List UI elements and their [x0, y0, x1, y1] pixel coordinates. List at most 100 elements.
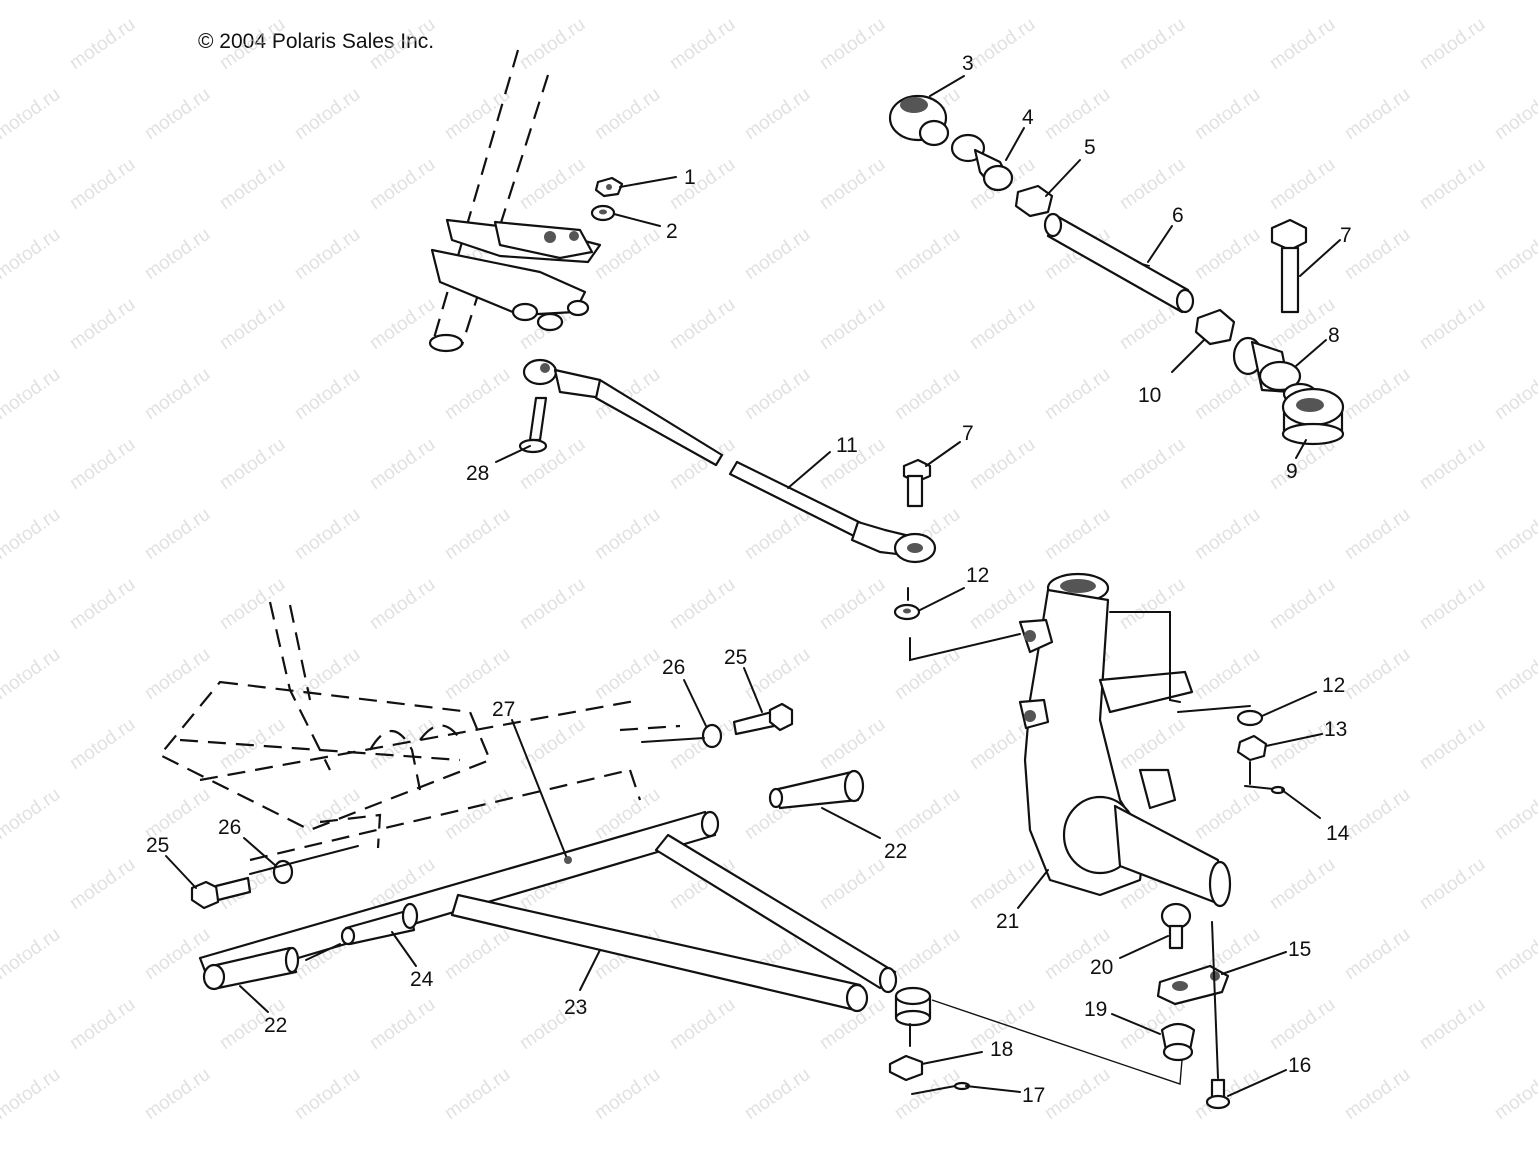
callout-14: 14: [1326, 822, 1350, 845]
watermark-text: motod.ru: [441, 0, 514, 4]
watermark-text: motod.ru: [1116, 14, 1189, 74]
watermark-text: motod.ru: [1341, 1064, 1414, 1124]
callout-25-right: 25: [724, 646, 747, 669]
watermark-text: motod.ru: [291, 504, 364, 564]
callout-25-left: 25: [146, 834, 169, 857]
watermark-text: motod.ru: [0, 0, 64, 4]
watermark-text: motod.ru: [1491, 504, 1538, 564]
watermark-text: motod.ru: [1491, 224, 1538, 284]
callout-9: 9: [1286, 460, 1298, 483]
watermark-text: motod.ru: [366, 14, 439, 74]
watermark-text: motod.ru: [291, 644, 364, 704]
part-14-cotter-pin: [1244, 785, 1286, 795]
watermark-text: motod.ru: [0, 224, 64, 284]
part-7-bolt-right: [1270, 218, 1308, 314]
watermark-text: motod.ru: [1491, 784, 1538, 844]
watermark-text: motod.ru: [591, 504, 664, 564]
watermark-text: motod.ru: [1341, 924, 1414, 984]
watermark-text: motod.ru: [1191, 0, 1264, 4]
watermark-text: motod.ru: [216, 294, 289, 354]
watermark-text: motod.ru: [66, 154, 139, 214]
part-26-washer-right: [701, 723, 723, 749]
part-22-sleeve-lower: [202, 946, 300, 991]
watermark-text: motod.ru: [1341, 224, 1414, 284]
watermark-text: motod.ru: [441, 644, 514, 704]
watermark-text: motod.ru: [666, 154, 739, 214]
watermark-text: motod.ru: [1416, 854, 1489, 914]
watermark-text: motod.ru: [66, 14, 139, 74]
watermark-text: motod.ru: [741, 84, 814, 144]
watermark-text: motod.ru: [816, 574, 889, 634]
callout-16: 16: [1288, 1054, 1311, 1077]
watermark-text: motod.ru: [366, 994, 439, 1054]
watermark-text: motod.ru: [66, 574, 139, 634]
watermark-text: motod.ru: [1416, 574, 1489, 634]
watermark-text: motod.ru: [816, 14, 889, 74]
callout-1: 1: [684, 166, 696, 189]
watermark-text: motod.ru: [816, 714, 889, 774]
watermark-text: motod.ru: [741, 364, 814, 424]
callout-3: 3: [962, 52, 974, 75]
watermark-text: motod.ru: [66, 714, 139, 774]
watermark-text: motod.ru: [216, 14, 289, 74]
part-25-bolt-left: [190, 876, 252, 910]
watermark-text: motod.ru: [666, 574, 739, 634]
watermark-text: motod.ru: [1266, 574, 1339, 634]
watermark-text: motod.ru: [1116, 574, 1189, 634]
watermark-text: motod.ru: [141, 224, 214, 284]
watermark-text: motod.ru: [1191, 224, 1264, 284]
watermark-text: motod.ru: [66, 434, 139, 494]
part-6-tube: [1043, 212, 1195, 314]
watermark-text: motod.ru: [1491, 364, 1538, 424]
watermark-text: motod.ru: [591, 1064, 664, 1124]
part-23-a-arm: [198, 810, 898, 1013]
callout-22-lower: 22: [264, 1014, 287, 1037]
watermark-text: motod.ru: [0, 1064, 64, 1124]
watermark-text: motod.ru: [1491, 84, 1538, 144]
watermark-text: motod.ru: [1341, 644, 1414, 704]
watermark-text: motod.ru: [1341, 364, 1414, 424]
watermark-text: motod.ru: [141, 84, 214, 144]
watermark-text: motod.ru: [1491, 0, 1538, 4]
watermark-text: motod.ru: [141, 644, 214, 704]
part-25-bolt-right: [732, 702, 794, 736]
callout-12-upper: 12: [966, 564, 989, 587]
watermark-text: motod.ru: [1041, 504, 1114, 564]
watermark-text: motod.ru: [66, 294, 139, 354]
watermark-text: motod.ru: [66, 994, 139, 1054]
watermark-text: motod.ru: [66, 854, 139, 914]
watermark-text: motod.ru: [1191, 784, 1264, 844]
watermark-text: motod.ru: [666, 14, 739, 74]
leader-lines: [165, 75, 1341, 1097]
part-9-bushing: [1281, 382, 1345, 446]
watermark-text: motod.ru: [1041, 0, 1114, 4]
watermark-text: motod.ru: [141, 364, 214, 424]
watermark-text: motod.ru: [591, 224, 664, 284]
callout-26-right: 26: [662, 656, 685, 679]
watermark-text: motod.ru: [0, 924, 64, 984]
callout-12-lower: 12: [1322, 674, 1345, 697]
watermark-text: motod.ru: [516, 574, 589, 634]
watermark-text: motod.ru: [1191, 644, 1264, 704]
watermark-text: motod.ru: [1416, 994, 1489, 1054]
watermark-text: motod.ru: [891, 784, 964, 844]
watermark-text: motod.ru: [1266, 854, 1339, 914]
part-12-washer-lower: [1236, 709, 1264, 727]
part-19-ball-joint: [1160, 1022, 1196, 1062]
watermark-text: motod.ru: [516, 154, 589, 214]
part-17-cotter-pin: [911, 1081, 971, 1095]
watermark-text: motod.ru: [1341, 0, 1414, 4]
callout-2: 2: [666, 220, 678, 243]
watermark-text: motod.ru: [366, 574, 439, 634]
watermark-text: motod.ru: [966, 434, 1039, 494]
watermark-text: motod.ru: [1266, 14, 1339, 74]
watermark-text: motod.ru: [666, 294, 739, 354]
part-18-castle-nut: [888, 1054, 924, 1082]
watermark-text: motod.ru: [1041, 1064, 1114, 1124]
watermark-text: motod.ru: [1341, 504, 1414, 564]
callout-22-upper: 22: [884, 840, 907, 863]
watermark-text: motod.ru: [741, 644, 814, 704]
watermark-text: motod.ru: [366, 294, 439, 354]
watermark-text: motod.ru: [216, 154, 289, 214]
watermark-text: motod.ru: [816, 294, 889, 354]
